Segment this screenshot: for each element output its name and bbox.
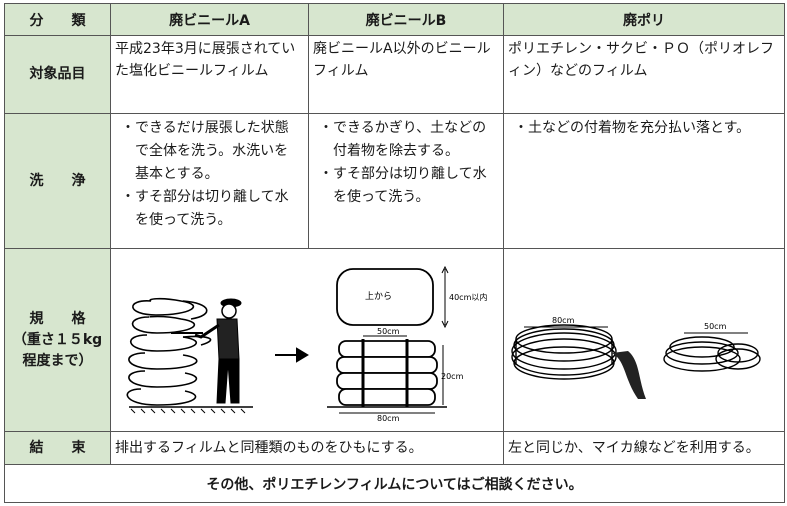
bind-vinyl-ab: 排出するフィルムと同種類のものをひもにする。 — [110, 431, 504, 465]
vinyl-illustration: 上から 40cm以内 50cm 20cm — [126, 265, 487, 423]
spec-figure-ab: 上から 40cm以内 50cm 20cm — [110, 248, 504, 432]
film-tail-drawing — [612, 351, 646, 399]
fig-top-label: 上から — [365, 291, 392, 302]
spec-label-line3: 程度まで） — [22, 352, 93, 369]
wash-vinyl-a: ・できるだけ展張した状態で全体を洗う。水洗いを基本とする。 ・すそ部分は切り離し… — [110, 113, 309, 249]
spec-figure-poly: 80cm 50cm — [503, 248, 785, 432]
spec-label-line2: （重さ１５kg — [12, 331, 103, 348]
target-vinyl-b: 廃ビニールA以外のビニールフィルム — [308, 35, 504, 114]
classification-table: 分 類 廃ビニールA 廃ビニールB 廃ポリ 対象品目 平成23年3月に展張されて… — [4, 3, 785, 503]
list-item: ・できるだけ展張した状態で全体を洗う。水洗いを基本とする。 — [121, 120, 289, 182]
bind-poly: 左と同じか、マイカ線などを利用する。 — [503, 431, 785, 465]
bundled-film-drawing — [336, 340, 438, 406]
poly-roll-drawing — [511, 324, 617, 380]
fig-bundle-depth: 80cm — [377, 414, 400, 423]
fig-top-dim: 40cm以内 — [449, 292, 487, 302]
list-item: ・すそ部分は切り離して水を使って洗う。 — [319, 166, 487, 205]
header-category: 分 類 — [4, 3, 111, 36]
fig-poly-roll: 80cm — [552, 316, 575, 325]
header-poly: 廃ポリ — [503, 3, 785, 36]
film-coil-drawing — [126, 297, 212, 406]
fig-bundle-width: 50cm — [377, 327, 400, 336]
arrow-right-icon — [275, 347, 309, 363]
poly-illustration: 80cm 50cm — [511, 316, 761, 399]
person-washing-icon — [171, 298, 242, 404]
list-item: ・土などの付着物を充分払い落とす。 — [514, 120, 751, 136]
top-view-drawing — [336, 268, 434, 326]
fig-bundle-height: 20cm — [441, 372, 464, 381]
row-label-target: 対象品目 — [4, 35, 111, 114]
target-vinyl-a: 平成23年3月に展張されていた塩化ビニールフィルム — [110, 35, 309, 114]
poly-coil-drawing — [663, 336, 761, 372]
spec-label-line1: 規 格 — [29, 310, 86, 327]
list-item: ・できるかぎり、土などの付着物を除去する。 — [319, 120, 487, 159]
row-label-wash: 洗 浄 — [4, 113, 111, 249]
target-poly: ポリエチレン・サクビ・ＰＯ（ポリオレフィン）などのフィルム — [503, 35, 785, 114]
wash-vinyl-b: ・できるかぎり、土などの付着物を除去する。 ・すそ部分は切り離して水を使って洗う… — [308, 113, 504, 249]
list-item: ・すそ部分は切り離して水を使って洗う。 — [121, 189, 289, 228]
header-vinyl-b: 廃ビニールB — [308, 3, 504, 36]
wash-poly: ・土などの付着物を充分払い落とす。 — [503, 113, 785, 249]
footer-note: その他、ポリエチレンフィルムについてはご相談ください。 — [4, 464, 785, 503]
row-label-spec: 規 格 （重さ１５kg 程度まで） — [4, 248, 111, 432]
row-label-bind: 結 束 — [4, 431, 111, 465]
fig-poly-coil: 50cm — [704, 322, 727, 331]
header-vinyl-a: 廃ビニールA — [110, 3, 309, 36]
